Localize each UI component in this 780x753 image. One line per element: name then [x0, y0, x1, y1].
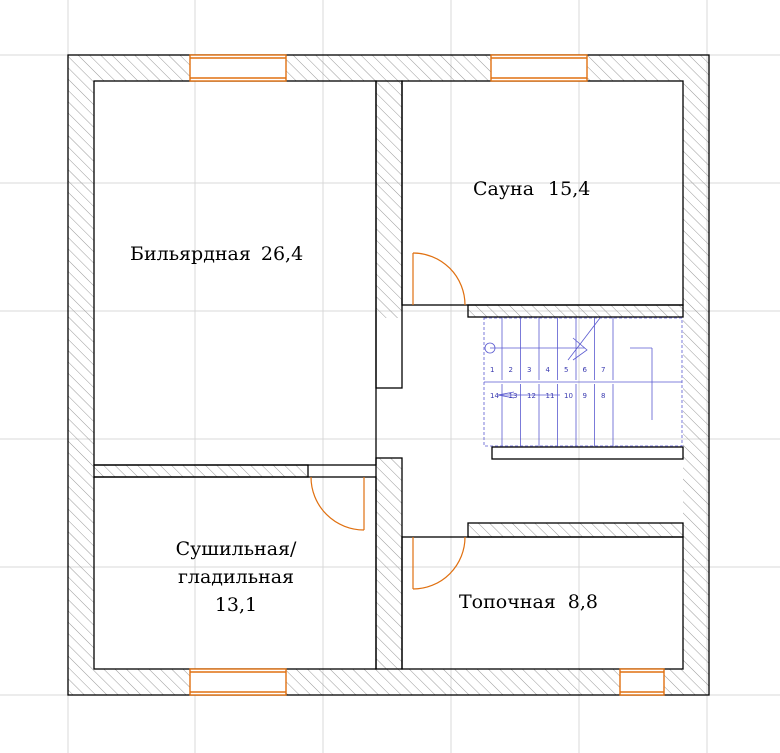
- stair-step-number: 11: [546, 392, 555, 400]
- stair-step-number: 8: [601, 392, 605, 400]
- stair-step-number: 1: [490, 366, 494, 374]
- room-label-drying-line2: гладильная: [178, 566, 294, 588]
- stair-step-number: 7: [601, 366, 605, 374]
- stair-step-number: 5: [564, 366, 568, 374]
- stair-step-number: 14: [490, 392, 499, 400]
- stair-step-number: 10: [564, 392, 573, 400]
- walls: [67, 54, 710, 696]
- stair-step-number: 13: [509, 392, 518, 400]
- room-label-drying-line1: Сушильная/: [176, 538, 297, 560]
- window-bottom-right: [619, 668, 665, 696]
- room-label-drying-area: 13,1: [215, 594, 257, 616]
- window-top-left: [189, 54, 287, 82]
- stair-step-number: 9: [583, 392, 587, 400]
- doors: [310, 252, 466, 590]
- stair-step-number: 3: [527, 366, 531, 374]
- windows: [189, 54, 665, 696]
- window-bottom-left: [189, 668, 287, 696]
- stair-step-number: 12: [527, 392, 536, 400]
- door-sauna: [412, 252, 466, 306]
- stair-step-number: 2: [509, 366, 513, 374]
- stair-step-number: 4: [546, 366, 551, 374]
- window-top-right: [490, 54, 588, 82]
- door-drying: [310, 476, 365, 531]
- stair-step-number: 6: [583, 366, 588, 374]
- door-boiler: [412, 536, 466, 590]
